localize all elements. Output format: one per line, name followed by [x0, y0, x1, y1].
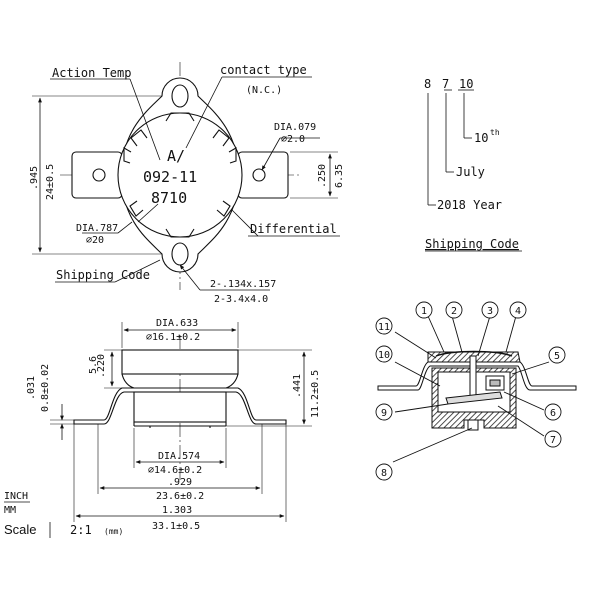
- section-flange: [377, 361, 577, 391]
- callout-10: [375, 345, 393, 363]
- dia-079-inch: DIA.079: [274, 122, 316, 133]
- callout-label-4: 4: [515, 306, 521, 317]
- top-view-labels: Action Temp contact type (N.C.) DIA.079 …: [29, 63, 345, 305]
- total-h-inch: .441: [292, 374, 303, 398]
- stamp-line-2: 092-11: [143, 168, 197, 186]
- callout-11: [375, 317, 393, 335]
- top-view: A/ 092-11 8710: [32, 62, 340, 291]
- holes-mm: 23.6±0.2: [156, 491, 204, 502]
- base-mm: ⌀14.6±0.2: [148, 465, 202, 476]
- left-terminal-tab: [71, 151, 123, 199]
- total-h-mm: 11.2±0.5: [310, 370, 321, 418]
- side-base: [133, 391, 227, 423]
- callout-1: [415, 301, 433, 319]
- callout-label-11: 11: [378, 322, 390, 333]
- top-h-inch: .220: [96, 354, 107, 378]
- callout-7: [544, 430, 562, 448]
- right-terminal-tab: [237, 151, 289, 199]
- callout-8: [375, 463, 393, 481]
- callout-3: [481, 301, 499, 319]
- scale-value: 2:1: [70, 523, 92, 537]
- cap-mm: ⌀16.1±0.2: [146, 332, 200, 343]
- scale-label: Scale: [4, 522, 37, 537]
- callout-2: [445, 301, 463, 319]
- callout-label-7: 7: [550, 435, 556, 446]
- callout-group: [375, 301, 566, 481]
- callout-labels: 1 2 3 4 5 6 7 8 9 10 11: [378, 306, 560, 479]
- slot-inch: 2-.134x.157: [210, 279, 276, 290]
- base-inch: DIA.574: [158, 451, 200, 462]
- callout-5: [548, 346, 566, 364]
- height-inch: .945: [29, 166, 40, 190]
- tab-mm: 6.35: [334, 164, 345, 188]
- rivet: [467, 419, 479, 431]
- overall-inch: 1.303: [162, 505, 192, 516]
- section-view: [375, 301, 577, 481]
- callout-9: [375, 403, 393, 421]
- thick-inch: .031: [26, 376, 37, 400]
- callout-4: [509, 301, 527, 319]
- holes-inch: .929: [168, 477, 192, 488]
- top-mount-slot: [171, 84, 189, 108]
- push-pin: [469, 355, 477, 397]
- dia-787-mm: ⌀20: [86, 235, 104, 246]
- legend-year: 2018 Year: [437, 198, 502, 212]
- slot-mm: 2-3.4x4.0: [214, 294, 268, 305]
- overall-mm: 33.1±0.5: [152, 521, 200, 532]
- contact-nc-label: (N.C.): [246, 85, 282, 96]
- code-digit-3: 10: [459, 77, 473, 91]
- code-digit-1: 8: [424, 77, 431, 91]
- callout-label-2: 2: [451, 306, 457, 317]
- height-mm: 24±0.5: [45, 164, 56, 200]
- callout-6: [544, 403, 562, 421]
- legend-day-suffix: th: [490, 128, 500, 137]
- stamp-line-1: A/: [167, 147, 185, 165]
- cap-inch: DIA.633: [156, 318, 198, 329]
- shipping-code-label: Shipping Code: [56, 268, 150, 282]
- callout-label-1: 1: [421, 306, 427, 317]
- dia-079-mm: ⌀2.0: [281, 134, 305, 145]
- unit-mm-label: MM: [4, 505, 16, 516]
- scale-unit: (mm): [104, 527, 123, 536]
- side-view: [4, 322, 312, 538]
- thick-mm: 0.8±0.02: [40, 364, 51, 412]
- dia-787-inch: DIA.787: [76, 223, 118, 234]
- side-view-labels: DIA.633 ⌀16.1±0.2 .220 5.6 .441 11.2±0.5…: [4, 318, 321, 537]
- callout-label-8: 8: [381, 468, 387, 479]
- bimetal-disc: [435, 350, 513, 357]
- legend-month: July: [456, 165, 485, 179]
- contact-arm: [445, 391, 503, 405]
- tab-inch: .250: [317, 164, 328, 188]
- callout-label-10: 10: [378, 350, 390, 361]
- top-h-mm: 5.6: [88, 356, 99, 374]
- callout-label-5: 5: [554, 351, 560, 362]
- legend-day: 10: [474, 131, 488, 145]
- callout-label-3: 3: [487, 306, 493, 317]
- shipping-code-legend: 8 7 10 10 th July 2018 Year Shipping Cod…: [424, 77, 522, 252]
- differential-label: Differential: [250, 222, 337, 236]
- unit-inch-label: INCH: [4, 491, 28, 502]
- action-temp-label: Action Temp: [52, 66, 131, 80]
- contact-type-label: contact type: [220, 63, 307, 77]
- code-digit-2: 7: [442, 77, 449, 91]
- side-cap: [121, 349, 239, 375]
- stamp-line-3: 8710: [151, 189, 187, 207]
- callout-label-9: 9: [381, 408, 387, 419]
- callout-label-6: 6: [550, 408, 556, 419]
- legend-title: Shipping Code: [425, 237, 519, 251]
